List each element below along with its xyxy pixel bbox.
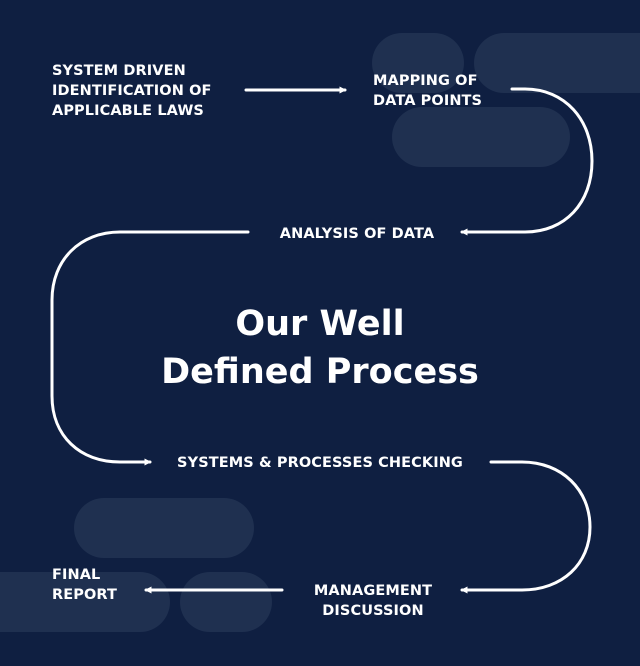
decorative-pill <box>180 572 272 632</box>
arrow-step4-to-step5 <box>460 460 592 594</box>
arrow-step3-to-step4 <box>50 230 250 466</box>
step-final-report: FINAL REPORT <box>52 567 118 603</box>
decorative-pill <box>392 107 570 167</box>
arrow-step2-to-step3 <box>460 87 594 236</box>
step-mapping-data-points: MAPPING OF DATA POINTS <box>373 73 483 109</box>
step-analysis-of-data: ANALYSIS OF DATA <box>279 226 435 242</box>
decorative-pill <box>372 33 464 93</box>
page-title: Our Well Defined Process <box>161 304 479 392</box>
step-management-discussion: MANAGEMENT DISCUSSION <box>313 583 433 619</box>
decorative-pill <box>0 572 170 632</box>
step-systems-processes-checking: SYSTEMS & PROCESSES CHECKING <box>177 455 463 471</box>
decorative-pill <box>74 498 254 558</box>
step-system-driven-identification: SYSTEM DRIVEN IDENTIFICATION OF APPLICAB… <box>52 63 212 119</box>
decorative-pill <box>474 33 640 93</box>
